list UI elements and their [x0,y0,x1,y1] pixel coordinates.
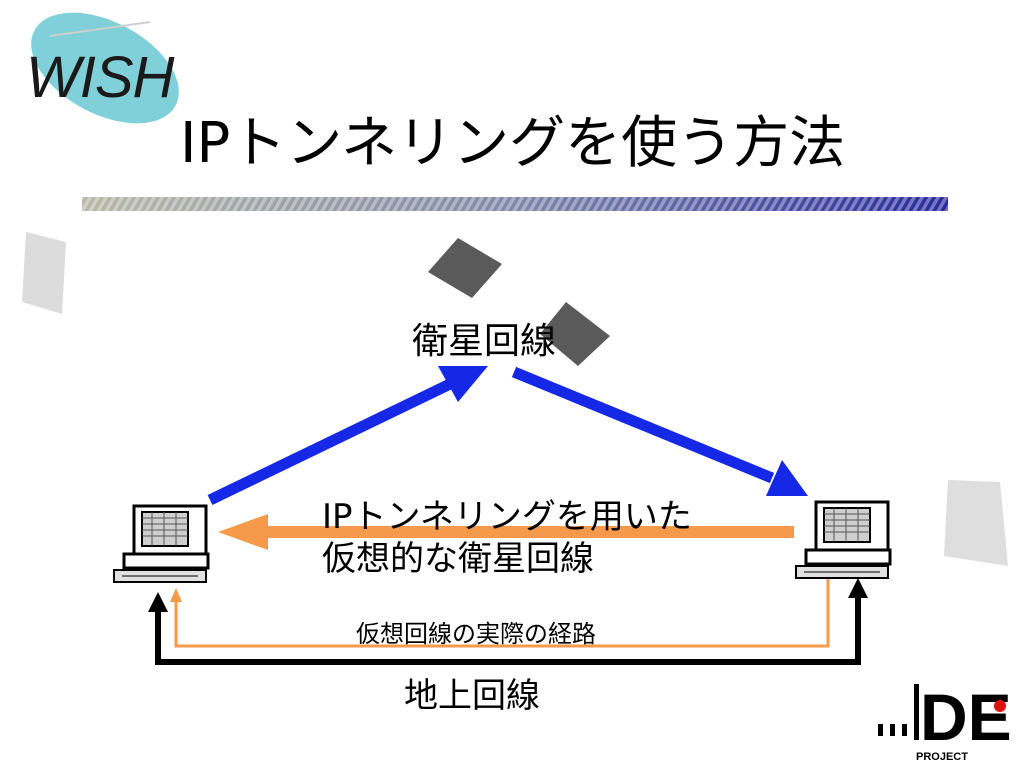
ground-line-label: 地上回線 [404,676,540,716]
ground-line [155,592,861,665]
satellite-label: 衛星回線 [412,321,557,362]
background-shape-right [944,480,1008,566]
title-divider [82,197,948,211]
background-shape-left [22,232,66,314]
wish-logo: WISH [10,8,200,138]
wide-project-logo: DE PROJECT [878,680,1012,763]
uplink-arrow [207,366,488,505]
actual-path-line [174,578,830,648]
virtual-link-label-line2: 仮想的な衛星回線 [322,539,594,579]
wide-logo-letters: DE [920,680,1012,754]
page-title: IPトンネリングを使う方法 [180,111,846,176]
computer-icon-left [113,504,210,583]
wide-logo-subtext: PROJECT [916,751,968,763]
virtual-link-label-line1: IPトンネリングを用いた [322,497,692,537]
virtual-link-arrow [218,514,794,550]
virtual-link-label: IPトンネリングを用いた 仮想的な衛星回線 [322,496,692,580]
downlink-arrow [511,366,808,496]
computer-icon-right [795,500,892,579]
satellite-icon [428,238,610,366]
wide-logo-red-dot [994,700,1006,712]
wish-logo-text: WISH [26,45,174,110]
actual-path-label: 仮想回線の実際の経路 [356,620,596,648]
